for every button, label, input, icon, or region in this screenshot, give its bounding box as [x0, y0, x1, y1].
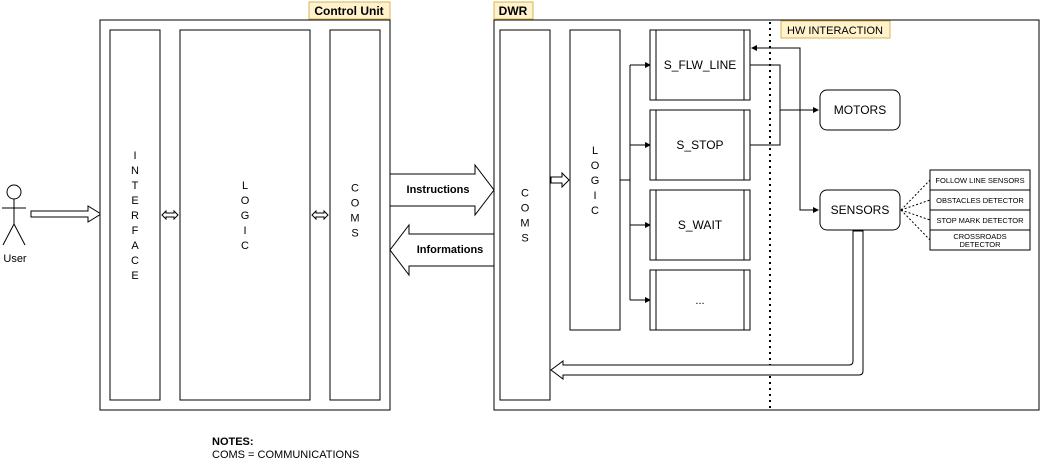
logic-to-states-connectors	[620, 62, 651, 303]
notes-heading: NOTES:	[212, 436, 254, 448]
user-label: User	[3, 253, 27, 265]
cu-interface-letters-letter: F	[132, 225, 139, 237]
instructions-arrow	[389, 163, 495, 217]
hw-connectors	[750, 45, 819, 213]
dwr-coms-label: COMS	[520, 188, 529, 245]
hw-interaction-title-box	[780, 20, 891, 39]
cu-interface-letters-letter: E	[131, 270, 138, 282]
dwr-coms-letters-letter: C	[521, 188, 529, 200]
dwr-coms-letters-letter: S	[521, 233, 528, 245]
cu-logic-letters-letter: C	[241, 240, 249, 252]
coms-to-logic-arrow	[550, 171, 570, 189]
cu-coms-letters-letter: M	[350, 213, 359, 225]
cu-logic-letters-letter: O	[241, 195, 250, 207]
sensor-list: FOLLOW LINE SENSORS OBSTACLES DETECTOR S…	[929, 169, 1031, 251]
dwr-coms-letters-letter: M	[520, 218, 529, 230]
sensor-fanout-lines	[900, 179, 931, 241]
state-s-flw-line: S_FLW_LINE	[649, 29, 751, 101]
user-head-icon	[6, 184, 22, 200]
cu-coms-letters-letter: S	[351, 228, 358, 240]
sensors-label: SENSORS	[831, 203, 890, 217]
dwr-logic-letters-letter: C	[591, 205, 599, 217]
cu-interface-letters-letter: A	[131, 240, 139, 252]
cu-interface-letters-letter: I	[133, 150, 136, 162]
dwr-coms-letters-letter: O	[521, 203, 530, 215]
sensor-crossroads-1: CROSSROADS	[953, 232, 1006, 241]
cu-interface-letters-letter: C	[131, 255, 139, 267]
cu-logic-block	[179, 29, 311, 401]
hw-interaction-title: HW INTERACTION	[787, 25, 883, 37]
cu-interface-letters-letter: E	[131, 195, 138, 207]
dwr-logic-letters-letter: O	[591, 160, 600, 172]
dwr-title: DWR	[499, 4, 528, 18]
user-actor	[2, 184, 26, 246]
state-s-flw-line-label: S_FLW_LINE	[664, 58, 736, 72]
state-s-wait-label: S_WAIT	[678, 218, 723, 232]
cu-logic-letters-letter: I	[243, 225, 246, 237]
state-more-label: ...	[695, 295, 704, 307]
dwr-logic-letters-letter: G	[591, 175, 600, 187]
cu-coms-letters-letter: C	[351, 183, 359, 195]
cu-coms-block	[329, 29, 381, 401]
cu-logic-letters-letter: G	[241, 210, 250, 222]
cu-interface-letters-letter: T	[132, 180, 139, 192]
informations-label: Informations	[417, 244, 484, 256]
control-unit-title: Control Unit	[314, 4, 383, 18]
dwr-logic-block	[569, 29, 621, 331]
notes-line: COMS = COMMUNICATIONS	[212, 449, 360, 461]
state-s-wait: S_WAIT	[649, 189, 751, 261]
dwr-logic-letters-letter: L	[592, 145, 598, 157]
instructions-label: Instructions	[407, 184, 470, 196]
state-s-stop-label: S_STOP	[676, 138, 723, 152]
state-more: ...	[649, 269, 751, 331]
informations-arrow	[389, 223, 495, 277]
interface-logic-double-arrow	[161, 209, 179, 221]
logic-coms-double-arrow	[311, 209, 329, 221]
motors-label: MOTORS	[834, 103, 886, 117]
dwr-title-box	[493, 1, 534, 20]
sensor-stop-mark: STOP MARK DETECTOR	[936, 216, 1024, 225]
motors-block	[819, 89, 901, 131]
dwr-coms-block	[499, 29, 551, 401]
sensor-follow-line: FOLLOW LINE SENSORS	[935, 176, 1024, 185]
sensors-to-coms-arrow	[550, 230, 864, 380]
cu-coms-label: COMS	[350, 183, 359, 240]
cu-coms-letters-letter: O	[351, 198, 360, 210]
state-s-stop: S_STOP	[649, 109, 751, 181]
cu-interface-letters-letter: N	[131, 165, 139, 177]
sensors-block	[819, 189, 901, 231]
sensor-obstacles: OBSTACLES DETECTOR	[936, 196, 1024, 205]
control-unit-title-box	[308, 1, 391, 20]
interface-block	[109, 29, 161, 401]
cu-logic-letters-letter: L	[242, 180, 248, 192]
cu-interface-letters-letter: R	[131, 210, 139, 222]
dwr-logic-letters-letter: I	[593, 190, 596, 202]
user-to-interface-arrow	[30, 205, 102, 223]
sensor-crossroads-2: DETECTOR	[959, 240, 1001, 249]
notes: NOTES: COMS = COMMUNICATIONS	[212, 436, 359, 462]
